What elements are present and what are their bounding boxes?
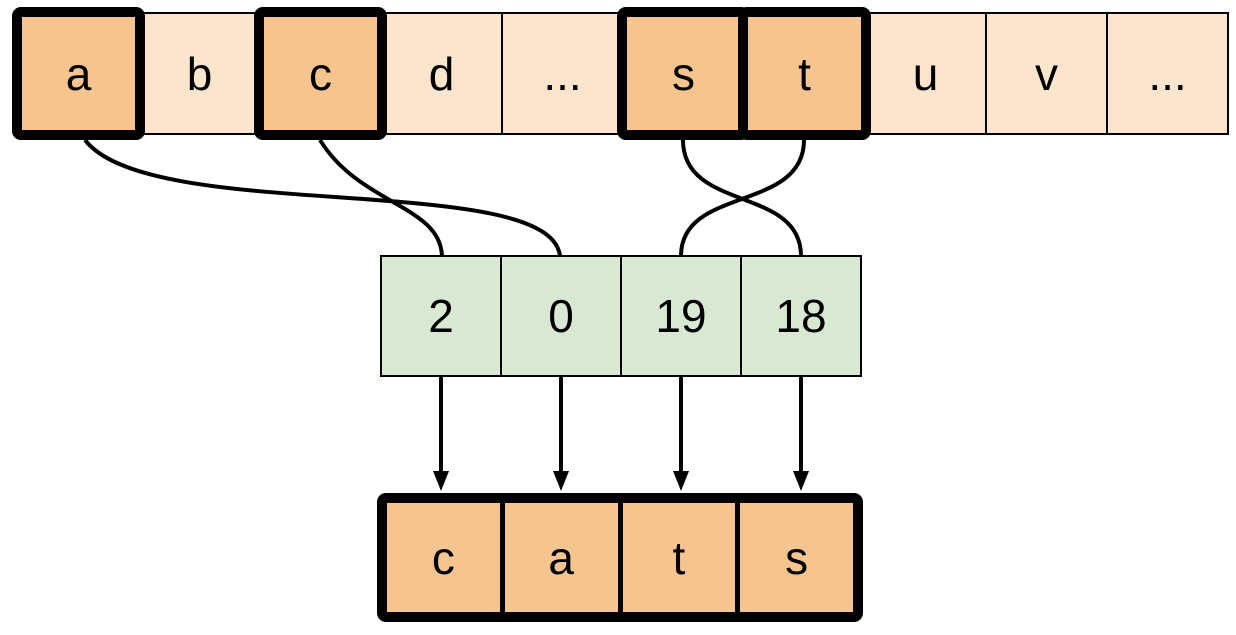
output-cell-s: s	[735, 503, 853, 612]
alphabet-cell-c: c	[254, 7, 387, 140]
curve-s-to-18	[681, 139, 803, 257]
alphabet-cell-t: t	[738, 7, 871, 140]
output-cell-a: a	[499, 503, 618, 612]
curve-a-to-0	[83, 138, 562, 257]
alphabet-cell-v: v	[985, 12, 1108, 135]
curve-t-to-19	[679, 139, 806, 257]
arrow-0-to-a-head	[553, 471, 569, 491]
output-word-row: c a t s	[377, 493, 863, 622]
alphabet-cell-s: s	[617, 7, 750, 140]
arrow-2-to-c-head	[433, 471, 449, 491]
index-cell-2: 2	[380, 255, 502, 377]
arrow-18-to-s-head	[793, 471, 809, 491]
alphabet-cell-a: a	[12, 7, 145, 140]
arrow-19-to-t-head	[673, 471, 689, 491]
output-cell-t: t	[617, 503, 736, 612]
index-cell-18: 18	[740, 255, 862, 377]
curve-c-to-2	[318, 138, 444, 257]
alphabet-cell-ellipsis-1: ...	[501, 12, 624, 135]
alphabet-cell-d: d	[380, 12, 503, 135]
index-cell-0: 0	[500, 255, 622, 377]
alphabet-cell-b: b	[138, 12, 261, 135]
index-cell-19: 19	[620, 255, 742, 377]
alphabet-cell-u: u	[864, 12, 987, 135]
alphabet-cell-ellipsis-2: ...	[1106, 12, 1229, 135]
output-cell-c: c	[387, 503, 500, 612]
